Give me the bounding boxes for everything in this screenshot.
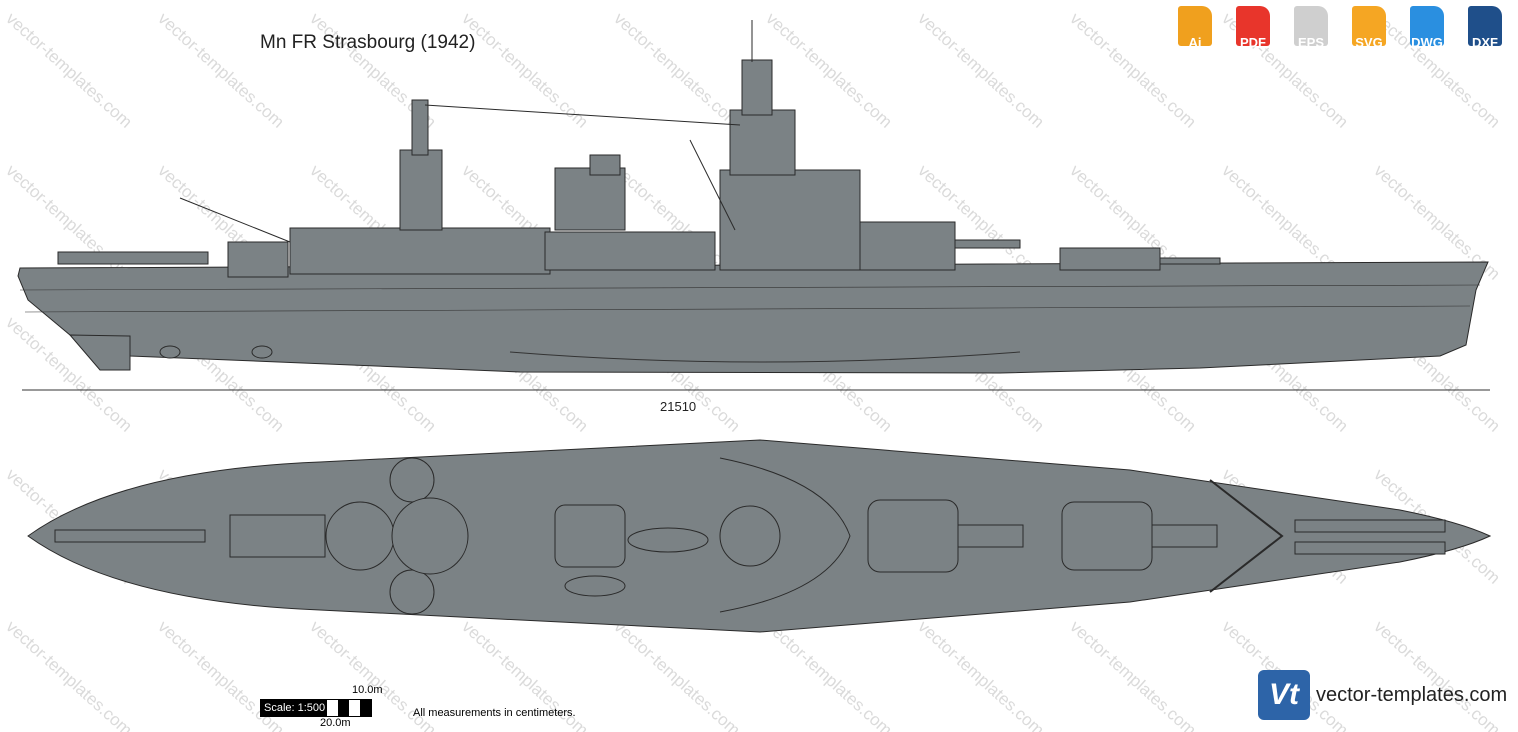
scale-short-label: 10.0m bbox=[352, 684, 383, 696]
scale-bar-graphic: Scale: 1:500 bbox=[260, 699, 372, 717]
eps-file-icon[interactable]: EPS bbox=[1286, 6, 1336, 52]
watermark-text: vector-templates.com bbox=[610, 9, 743, 132]
ai-page bbox=[1178, 6, 1212, 46]
pdf-page bbox=[1236, 6, 1270, 46]
svg-label: SVG bbox=[1355, 35, 1383, 50]
watermark-text: vector-templates.com bbox=[914, 9, 1047, 132]
ai-file-icon[interactable]: Ai bbox=[1170, 6, 1220, 52]
watermark-text: vector-templates.com bbox=[1066, 617, 1199, 732]
ai-label: Ai bbox=[1188, 35, 1202, 50]
brand-text: vector-templates.com bbox=[1316, 683, 1508, 706]
top-view bbox=[27, 439, 1492, 633]
scale-seg-black-2 bbox=[360, 700, 371, 716]
scale-seg-black bbox=[338, 700, 349, 716]
watermark-text: vector-templates.com bbox=[2, 617, 135, 732]
scale-seg-white bbox=[327, 700, 338, 716]
watermark-text: vector-templates.com bbox=[2, 161, 135, 284]
eps-page bbox=[1294, 6, 1328, 46]
scale-bar: 10.0m Scale: 1:500 20.0m All measurement… bbox=[258, 684, 678, 729]
scale-seg-white-2 bbox=[349, 700, 360, 716]
drawing-title: Mn FR Strasbourg (1942) bbox=[260, 32, 476, 53]
pdf-label: PDF bbox=[1240, 35, 1266, 50]
dxf-file-icon[interactable]: DXF bbox=[1460, 6, 1510, 52]
measurement-note: All measurements in centimeters. bbox=[413, 707, 576, 719]
eps-label: EPS bbox=[1297, 35, 1324, 50]
brand[interactable]: Vt vector-templates.com bbox=[1258, 670, 1507, 720]
watermark-text: vector-templates.com bbox=[914, 617, 1047, 732]
length-dimension: 21510 bbox=[660, 399, 697, 414]
scale-long-label: 20.0m bbox=[320, 717, 351, 729]
scale-label: Scale: 1:500 bbox=[261, 700, 327, 716]
pdf-file-icon[interactable]: PDF bbox=[1228, 6, 1278, 52]
watermark-text: vector-templates.com bbox=[154, 9, 287, 132]
dxf-page bbox=[1468, 6, 1502, 46]
side-hull bbox=[17, 261, 1489, 374]
vt-logo-icon: Vt bbox=[1258, 670, 1310, 720]
watermark-text: vector-templates.com bbox=[762, 617, 895, 732]
dxf-label: DXF bbox=[1472, 35, 1498, 50]
format-icons: Ai PDF EPS SVG DWG DXF bbox=[1170, 6, 1510, 52]
dwg-label: DWG bbox=[1411, 35, 1443, 50]
svg-page bbox=[1352, 6, 1386, 46]
side-view bbox=[17, 20, 1489, 374]
svg-file-icon[interactable]: SVG bbox=[1344, 6, 1394, 52]
dwg-file-icon[interactable]: DWG bbox=[1402, 6, 1452, 52]
watermark-text: vector-templates.com bbox=[2, 9, 135, 132]
dwg-page bbox=[1410, 6, 1444, 46]
watermark-text: vector-templates.com bbox=[458, 9, 591, 132]
